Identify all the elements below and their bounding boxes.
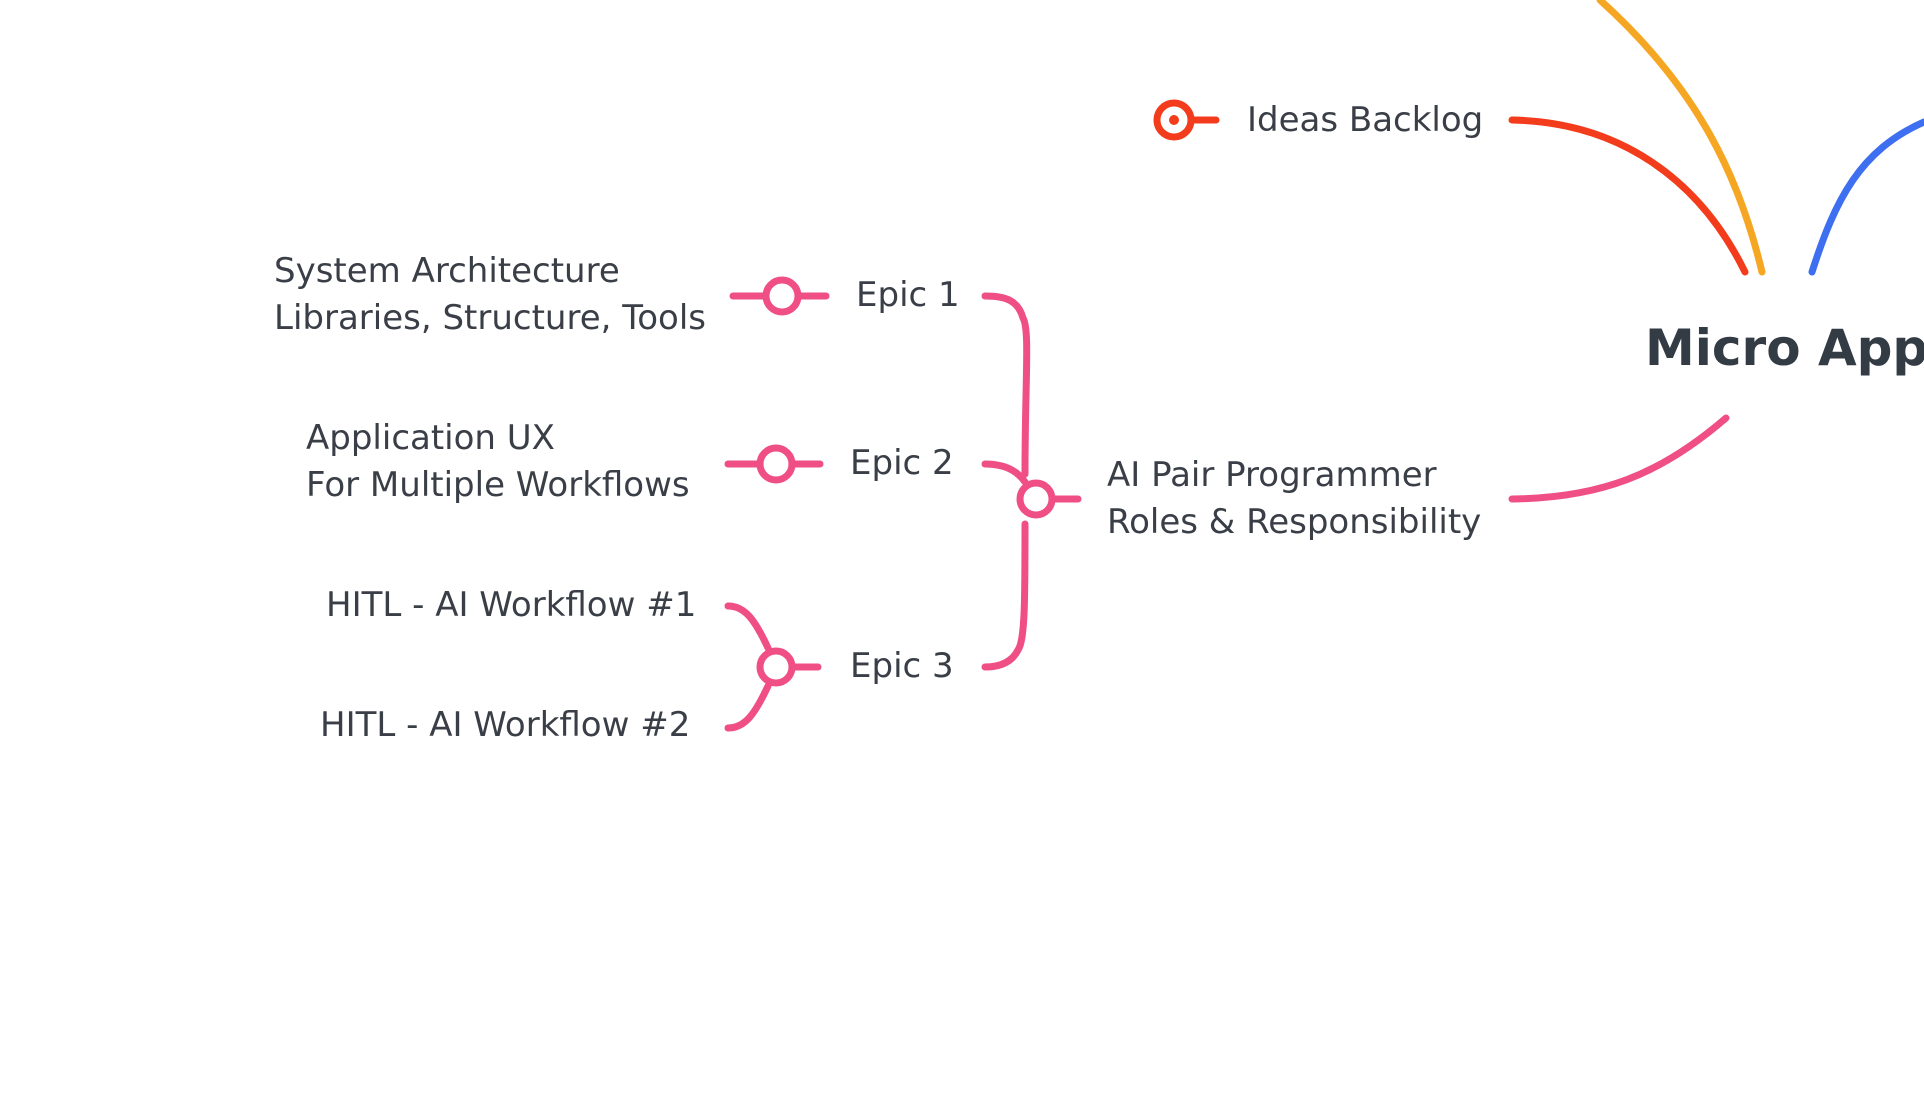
node-system-architecture[interactable]: System Architecture Libraries, Structure…: [274, 248, 706, 342]
system-architecture-line1: System Architecture: [274, 251, 620, 291]
ai-pair-line1: AI Pair Programmer: [1107, 455, 1437, 495]
node-ideas-backlog[interactable]: Ideas Backlog: [1247, 100, 1484, 140]
hitl2-connector: [724, 682, 772, 732]
root-node-micro-apps[interactable]: Micro Apps: [1645, 319, 1924, 377]
node-epic-3[interactable]: Epic 3: [850, 646, 954, 686]
ai-pair-connector: [1508, 414, 1730, 503]
node-hitl-workflow-1[interactable]: HITL - AI Workflow #1: [326, 585, 697, 625]
ideas-backlog-connector: [1508, 116, 1749, 276]
hitl1-connector: [724, 602, 772, 652]
epic3-connector: [981, 520, 1029, 671]
node-epic-2[interactable]: Epic 2: [850, 443, 954, 483]
application-ux-line2: For Multiple Workflows: [306, 465, 690, 505]
epic1-connector: [981, 292, 1031, 478]
node-hitl-workflow-2[interactable]: HITL - AI Workflow #2: [320, 705, 691, 745]
node-ai-pair-programmer[interactable]: AI Pair Programmer Roles & Responsibilit…: [1107, 452, 1481, 546]
orange-branch-connector: [1596, 0, 1766, 276]
epic2-collapse-icon[interactable]: [756, 444, 796, 484]
epic3-collapse-icon[interactable]: [756, 647, 796, 687]
node-application-ux[interactable]: Application UX For Multiple Workflows: [306, 415, 690, 509]
epic2-connector: [981, 460, 1029, 486]
ai-pair-line2: Roles & Responsibility: [1107, 502, 1482, 542]
epic1-collapse-icon[interactable]: [762, 276, 802, 316]
ideas-backlog-target-icon[interactable]: [1153, 99, 1220, 141]
ai-pair-collapse-icon[interactable]: [1016, 479, 1056, 519]
system-architecture-line2: Libraries, Structure, Tools: [274, 298, 706, 338]
node-epic-1[interactable]: Epic 1: [856, 275, 960, 315]
blue-branch-connector: [1808, 118, 1924, 276]
application-ux-line1: Application UX: [306, 418, 555, 458]
